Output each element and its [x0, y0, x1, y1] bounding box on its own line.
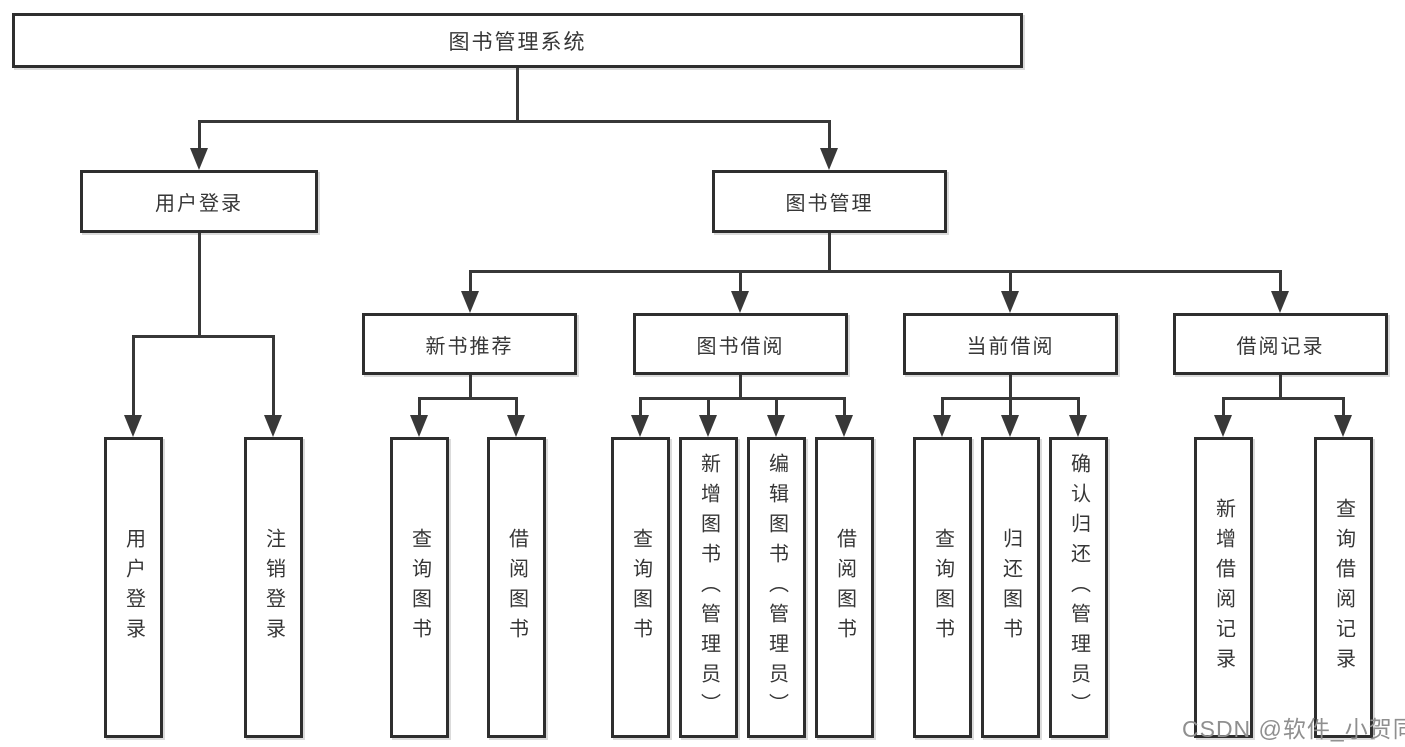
connector-line [1009, 375, 1012, 400]
leaf-add-books-admin: 新增图书（管理员） [679, 437, 738, 738]
node-label: 借阅图书 [833, 527, 856, 648]
leaf-query-books-recommend: 查询图书 [390, 437, 449, 738]
connector-line [418, 397, 421, 415]
connector-line [515, 397, 518, 415]
connector-line [739, 270, 742, 291]
connector-line [1222, 397, 1225, 415]
arrow-down-icon [461, 291, 479, 313]
connector-line [469, 270, 1281, 273]
connector-line [272, 335, 275, 415]
node-library-management-system: 图书管理系统 [12, 13, 1023, 68]
node-label: 归还图书 [999, 527, 1022, 648]
arrow-down-icon [1001, 415, 1019, 437]
node-label: 用户登录 [122, 527, 145, 648]
node-label: 查询图书 [629, 527, 652, 648]
node-label: 确认归还（管理员） [1067, 452, 1090, 723]
connector-line [198, 233, 201, 335]
connector-line [843, 397, 846, 415]
connector-line [639, 397, 845, 400]
connector-line [198, 120, 201, 148]
connector-line [828, 120, 831, 148]
node-book-borrowing: 图书借阅 [633, 313, 848, 375]
connector-line [1009, 397, 1012, 415]
connector-line [1077, 397, 1080, 415]
node-current-borrowing: 当前借阅 [903, 313, 1118, 375]
node-label: 注销登录 [262, 527, 285, 648]
connector-line [132, 335, 274, 338]
arrow-down-icon [1214, 415, 1232, 437]
arrow-down-icon [1271, 291, 1289, 313]
watermark: CSDN @软件_小贺同学 [1182, 716, 1405, 742]
arrow-down-icon [731, 291, 749, 313]
arrow-down-icon [410, 415, 428, 437]
leaf-logout: 注销登录 [244, 437, 303, 738]
arrow-down-icon [835, 415, 853, 437]
node-label: 查询图书 [931, 527, 954, 648]
connector-line [828, 233, 831, 273]
node-new-book-recommend: 新书推荐 [362, 313, 577, 375]
connector-line [469, 270, 472, 291]
leaf-edit-books-admin: 编辑图书（管理员） [747, 437, 806, 738]
leaf-add-borrow-record: 新增借阅记录 [1194, 437, 1253, 738]
leaf-user-login: 用户登录 [104, 437, 163, 738]
leaf-borrow-books-borrowing: 借阅图书 [815, 437, 874, 738]
leaf-borrow-books-recommend: 借阅图书 [487, 437, 546, 738]
connector-line [739, 375, 742, 400]
arrow-down-icon [820, 148, 838, 170]
connector-line [639, 397, 642, 415]
node-label: 图书管理 [785, 193, 874, 215]
arrow-down-icon [631, 415, 649, 437]
arrow-down-icon [264, 415, 282, 437]
node-label: 新增图书（管理员） [697, 452, 720, 723]
arrow-down-icon [507, 415, 525, 437]
arrow-down-icon [767, 415, 785, 437]
arrow-down-icon [190, 148, 208, 170]
connector-line [1342, 397, 1345, 415]
arrow-down-icon [933, 415, 951, 437]
leaf-confirm-return-admin: 确认归还（管理员） [1049, 437, 1108, 738]
connector-line [132, 335, 135, 415]
connector-line [418, 397, 517, 400]
leaf-return-books: 归还图书 [981, 437, 1040, 738]
arrow-down-icon [1069, 415, 1087, 437]
connector-line [1279, 270, 1282, 291]
node-label: 查询图书 [408, 527, 431, 648]
arrow-down-icon [699, 415, 717, 437]
connector-line [1279, 375, 1282, 400]
node-label: 用户登录 [155, 193, 243, 215]
connector-line [1222, 397, 1344, 400]
node-label: 新书推荐 [425, 335, 514, 358]
node-label: 新增借阅记录 [1212, 497, 1235, 678]
connector-line [941, 397, 944, 415]
node-user-login: 用户登录 [80, 170, 318, 233]
connector-line [1009, 270, 1012, 291]
node-label: 当前借阅 [966, 335, 1055, 358]
connector-line [516, 68, 519, 120]
node-label: 图书借阅 [696, 335, 785, 358]
node-label: 借阅图书 [505, 527, 528, 648]
connector-line [707, 397, 710, 415]
leaf-query-books-borrowing: 查询图书 [611, 437, 670, 738]
node-book-management: 图书管理 [712, 170, 947, 233]
node-label: 编辑图书（管理员） [765, 452, 788, 723]
node-label: 借阅记录 [1236, 335, 1325, 358]
node-borrowing-records: 借阅记录 [1173, 313, 1388, 375]
connector-line [198, 120, 830, 123]
arrow-down-icon [1334, 415, 1352, 437]
connector-line [775, 397, 778, 415]
arrow-down-icon [124, 415, 142, 437]
node-label: 查询借阅记录 [1332, 497, 1355, 678]
leaf-query-books-current: 查询图书 [913, 437, 972, 738]
leaf-query-borrow-record: 查询借阅记录 [1314, 437, 1373, 738]
connector-line [469, 375, 472, 400]
arrow-down-icon [1001, 291, 1019, 313]
node-label: 图书管理系统 [448, 30, 587, 54]
